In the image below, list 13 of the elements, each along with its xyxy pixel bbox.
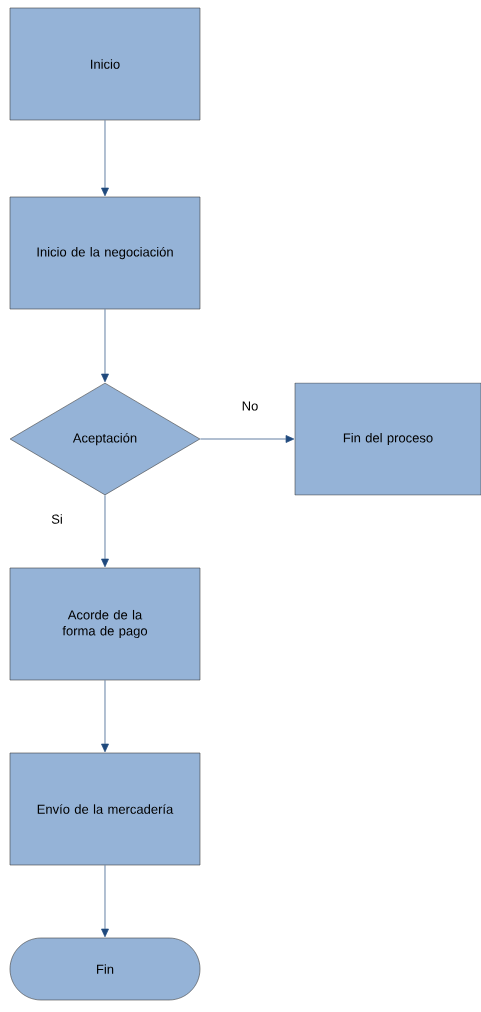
arrow: [101, 679, 109, 753]
process-box: Inicio: [9, 7, 201, 121]
arrow: [101, 308, 109, 383]
edge-label: Si: [50, 513, 64, 525]
edge-label: No: [240, 400, 260, 412]
arrow: [101, 864, 109, 938]
process-box: Inicio de la negociación: [9, 196, 201, 310]
process-box: Acorde de la forma de pago: [9, 567, 201, 681]
process-box: Envío de la mercadería: [9, 752, 201, 866]
arrow: [101, 494, 109, 568]
process-box: Fin del proceso: [294, 382, 481, 496]
arrow: [101, 119, 109, 197]
arrow: [199, 435, 295, 443]
